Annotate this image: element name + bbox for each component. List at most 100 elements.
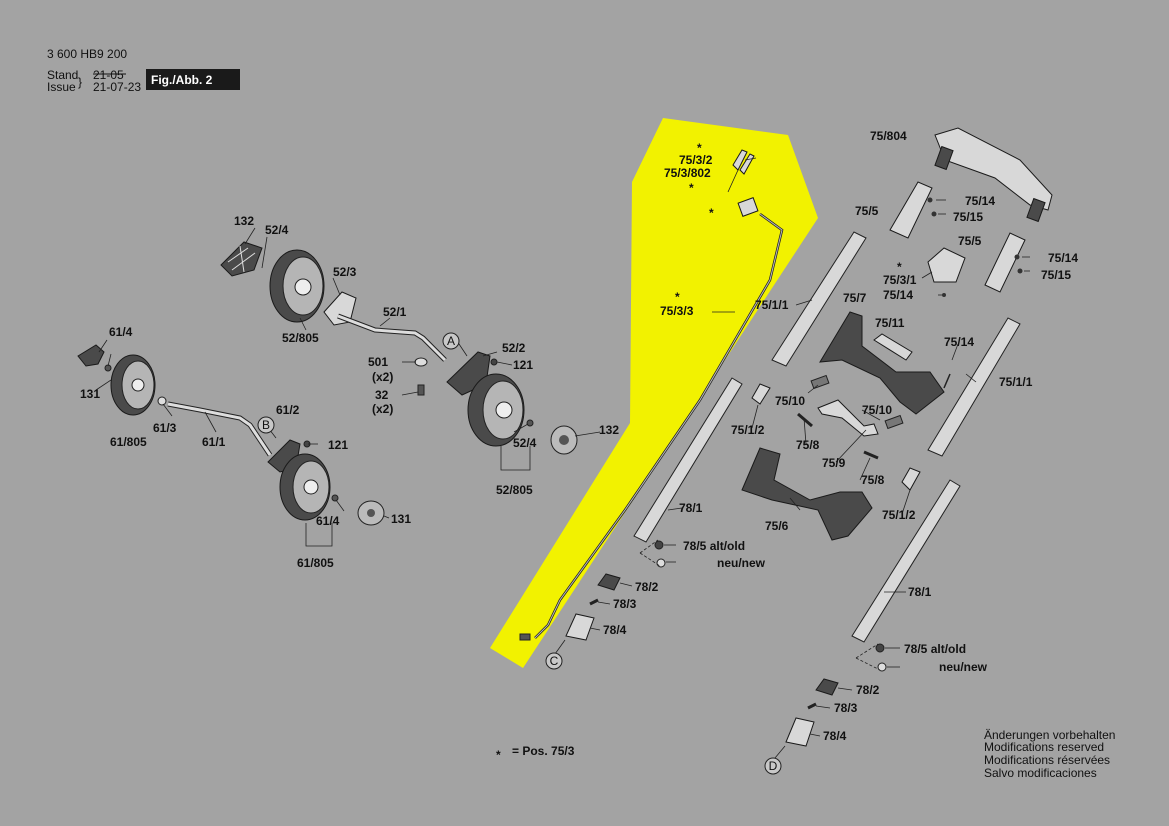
callout-52-2: 52/2 — [502, 341, 526, 355]
callout-78-2: 78/2 — [635, 580, 659, 594]
callout-75-7: 75/7 — [843, 291, 867, 305]
callout-61-3: 61/3 — [153, 421, 177, 435]
clamp-75-5-a — [889, 181, 933, 239]
callout-75-3-1: 75/3/1 — [883, 273, 917, 287]
callout-75-10: 75/10 — [775, 394, 805, 408]
footnote-text: = Pos. 75/3 — [512, 744, 575, 758]
callout-52-1: 52/1 — [383, 305, 407, 319]
callout-75-1-1: 75/1/1 — [755, 298, 789, 312]
callout-75-5: 75/5 — [958, 234, 982, 248]
marker-c — [545, 652, 563, 670]
cap-78-4-a — [565, 613, 595, 641]
callout-78-1: 78/1 — [908, 585, 932, 599]
callout-75-3-3: 75/3/3 — [660, 304, 694, 318]
callout-501-qty: (x2) — [372, 370, 393, 384]
doc-number: 3 600 HB9 200 — [47, 47, 127, 61]
callout-131: 131 — [391, 512, 411, 526]
callout-121: 121 — [513, 358, 533, 372]
marker-c-label: C — [550, 654, 559, 668]
notice-line-en: Modifications reserved — [984, 740, 1104, 754]
callout-75-15: 75/15 — [953, 210, 983, 224]
callout-132: 132 — [599, 423, 619, 437]
callout-52-805: 52/805 — [496, 483, 533, 497]
clip-75-1-2-a — [751, 383, 771, 405]
cap-78-4-b — [785, 717, 815, 747]
tube-75-1-1-right — [927, 317, 1021, 457]
callout-75-804: 75/804 — [870, 129, 907, 143]
clip-78-2-b — [815, 678, 839, 696]
washer-501 — [414, 357, 428, 367]
callout-neu-new: neu/new — [939, 660, 988, 674]
marker-a — [442, 332, 460, 350]
callout-75-3-802: 75/3/802 — [664, 166, 711, 180]
footnote-star: * — [496, 748, 501, 762]
tube-78-1-right — [851, 479, 961, 643]
marker-b-label: B — [262, 418, 270, 432]
notice-line-de: Änderungen vorbehalten — [984, 728, 1115, 742]
callout-61-805: 61/805 — [110, 435, 147, 449]
callout-78-2: 78/2 — [856, 683, 880, 697]
screw-121 — [490, 358, 498, 366]
callout-75-10: 75/10 — [862, 403, 892, 417]
callouts: 75/804 75/14 75/15 75/5 75/5 75/14 75/15… — [80, 129, 1078, 743]
tube-75-1-1-left — [771, 231, 867, 367]
top-handle-75-804 — [934, 127, 1053, 211]
star-marker: * — [709, 206, 714, 220]
callout-75-14: 75/14 — [944, 335, 974, 349]
lever-75-9 — [817, 399, 879, 437]
callout-131: 131 — [80, 387, 100, 401]
callout-132: 132 — [234, 214, 254, 228]
callout-78-4: 78/4 — [823, 729, 847, 743]
callout-501: 501 — [368, 355, 388, 369]
callout-61-2: 61/2 — [276, 403, 300, 417]
star-marker: * — [697, 141, 702, 155]
callout-75-11: 75/11 — [875, 316, 905, 330]
callout-75-14: 75/14 — [965, 194, 995, 208]
wheel-assembly-lower-left — [77, 344, 385, 526]
brace-glyph: } — [78, 75, 82, 89]
callout-75-15: 75/15 — [1041, 268, 1071, 282]
callout-78-1: 78/1 — [679, 501, 703, 515]
callout-75-6: 75/6 — [765, 519, 789, 533]
connector-75-3-2 — [732, 149, 748, 171]
fig-label: Fig./Abb. 2 — [151, 73, 213, 87]
callout-52-4: 52/4 — [265, 223, 289, 237]
callout-32-qty: (x2) — [372, 402, 393, 416]
bracket-75-7 — [819, 311, 945, 415]
cable-75-3-3 — [519, 149, 784, 641]
knob-75-11 — [873, 333, 913, 361]
callout-61-4: 61/4 — [109, 325, 133, 339]
spring-75-10-b — [884, 414, 904, 430]
notice-line-es: Salvo modificaciones — [984, 766, 1097, 780]
star-marker: * — [675, 290, 680, 304]
callout-75-1-1: 75/1/1 — [999, 375, 1033, 389]
cable-highlight-area — [490, 118, 818, 668]
spring-75-10-a — [810, 374, 830, 390]
callout-61-805: 61/805 — [297, 556, 334, 570]
callout-75-1-2: 75/1/2 — [731, 423, 765, 437]
clip-78-2-a — [597, 573, 621, 591]
marker-b — [257, 416, 275, 434]
base-75-6 — [741, 447, 873, 541]
callout-52-3: 52/3 — [333, 265, 357, 279]
stand-label: Stand — [47, 68, 78, 82]
callout-78-3: 78/3 — [613, 597, 637, 611]
callout-78-3: 78/3 — [834, 701, 858, 715]
callout-78-4: 78/4 — [603, 623, 627, 637]
callout-75-14: 75/14 — [883, 288, 913, 302]
marker-a-label: A — [447, 334, 455, 348]
callout-75-3-2: 75/3/2 — [679, 153, 713, 167]
star-marker: * — [689, 181, 694, 195]
callout-32: 32 — [375, 388, 389, 402]
fig-label-box — [146, 69, 240, 90]
callout-neu-new: neu/new — [717, 556, 766, 570]
modification-notice: Änderungen vorbehalten Modifications res… — [984, 728, 1115, 780]
tube-78-1-left — [633, 377, 743, 543]
hub-cap-61-4 — [77, 344, 105, 367]
leader-lines — [95, 157, 1030, 759]
callout-75-1-2: 75/1/2 — [882, 508, 916, 522]
notice-line-fr: Modifications réservées — [984, 753, 1110, 767]
plug-75-3 — [737, 197, 759, 217]
callout-52-805: 52/805 — [282, 331, 319, 345]
callout-61-4: 61/4 — [316, 514, 340, 528]
